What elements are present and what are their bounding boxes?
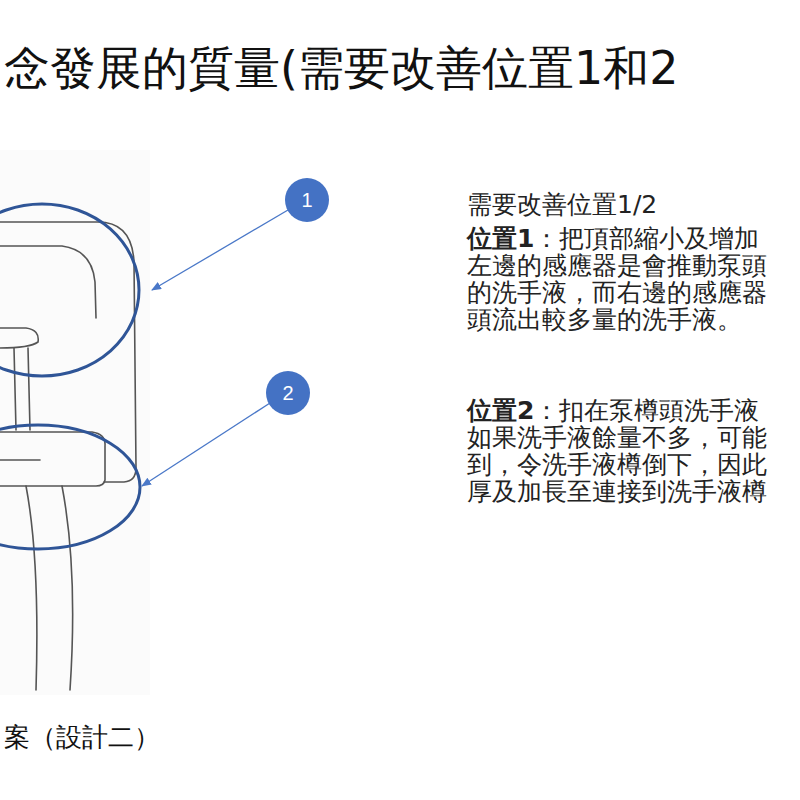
slide-title: 念發展的質量(需要改善位置1和2 xyxy=(4,40,678,96)
note-text: 左邊的感應器是會推動泵頭 xyxy=(467,252,767,279)
heading-label: 位置1 xyxy=(467,225,534,252)
note-text: 厚及加長至連接到洗手液樽 xyxy=(467,478,767,505)
highlight-ring xyxy=(0,425,140,549)
dispenser-sketch xyxy=(0,222,136,690)
note-text: 頭流出較多量的洗手液。 xyxy=(467,306,742,333)
note-text: ：把頂部縮小及增加 xyxy=(534,225,759,252)
callout-digit: 2 xyxy=(282,383,293,403)
callout-number: 1 xyxy=(285,178,329,222)
note-text: 如果洗手液餘量不多，可能 xyxy=(467,424,767,451)
note-text: 到，令洗手液樽倒下，因此 xyxy=(467,451,767,478)
heading-label: 位置2 xyxy=(467,397,534,424)
note-text: 需要改善位置1/2 xyxy=(467,191,657,218)
leader-arrow xyxy=(152,210,288,290)
note-text: ：扣在泵樽頭洗手液 xyxy=(534,397,759,424)
figure-caption: 案（設計二） xyxy=(4,720,160,754)
paper xyxy=(0,150,150,695)
callout-number: 2 xyxy=(266,371,310,415)
note-text: 的洗手液，而右邊的感應器 xyxy=(467,279,767,306)
highlight-ring xyxy=(0,204,139,376)
leader-arrow xyxy=(142,403,270,486)
callout-digit: 1 xyxy=(301,190,312,210)
